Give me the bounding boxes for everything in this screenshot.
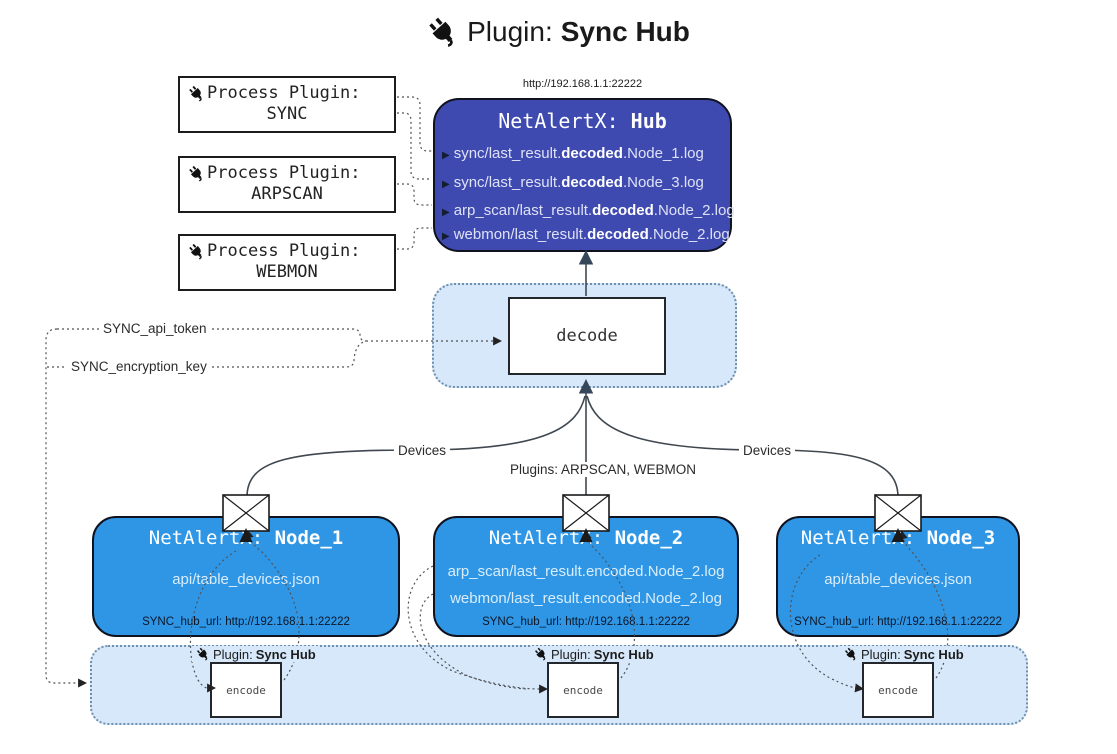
plug-icon — [843, 646, 859, 662]
hub-title: NetAlertX: Hub — [435, 109, 730, 133]
node-box-node-1: NetAlertX: Node_1 api/table_devices.json… — [92, 516, 400, 637]
process-plugin-name: WEBMON — [256, 262, 318, 282]
encode-box: encode — [547, 662, 619, 718]
process-plugin-box-webmon: Process Plugin: WEBMON — [178, 234, 396, 291]
page-title-prefix: Plugin: — [467, 16, 553, 47]
decode-box: decode — [508, 297, 666, 375]
node-box-node-3: NetAlertX: Node_3 api/table_devices.json… — [776, 516, 1020, 637]
node-file: webmon/last_result.encoded.Node_2.log — [450, 590, 722, 607]
node-title: NetAlertX: Node_2 — [488, 527, 684, 549]
plug-icon — [187, 163, 206, 183]
hub-box: NetAlertX: Hub ▶sync/last_result.decoded… — [433, 98, 735, 252]
arrow-right-icon: ▶ — [442, 150, 450, 161]
node-hub-url: SYNC_hub_url: http://192.168.1.1:22222 — [142, 616, 350, 628]
encode-box: encode — [862, 662, 934, 718]
band-plugin-label: Plugin:Sync Hub — [530, 646, 658, 662]
plug-icon — [187, 83, 206, 103]
hub-log-line: ▶sync/last_result.decoded.Node_3.log — [442, 174, 704, 191]
plug-icon — [195, 646, 211, 662]
node-file: api/table_devices.json — [824, 571, 972, 588]
process-plugin-name: SYNC — [266, 104, 308, 124]
process-plugin-label: Process Plugin: — [207, 163, 361, 183]
encode-box: encode — [210, 662, 282, 718]
process-plugin-label: Process Plugin: — [207, 241, 361, 261]
arrow-right-icon: ▶ — [442, 207, 450, 218]
arrow-right-icon: ▶ — [442, 179, 450, 190]
plug-icon — [187, 241, 206, 261]
label-devices-left: Devices — [394, 443, 451, 458]
node-file: api/table_devices.json — [172, 571, 320, 588]
label-plugins-center: Plugins: ARPSCAN, WEBMON — [506, 462, 701, 477]
node-box-node-2: NetAlertX: Node_2 arp_scan/last_result.e… — [433, 516, 739, 637]
label-devices-right: Devices — [739, 443, 796, 458]
arrow-right-icon: ▶ — [442, 231, 450, 242]
band-plugin-label: Plugin:Sync Hub — [192, 646, 320, 662]
hub-url-label: http://192.168.1.1:22222 — [522, 78, 643, 90]
process-plugin-connectors — [397, 96, 432, 250]
process-plugin-name: ARPSCAN — [251, 184, 323, 204]
page-title: Plugin: Sync Hub — [0, 14, 1117, 50]
hub-log-line: ▶webmon/last_result.decoded.Node_2.log — [442, 226, 730, 243]
node-title: NetAlertX: Node_3 — [800, 527, 996, 549]
process-plugin-label: Process Plugin: — [207, 83, 361, 103]
label-sync-api-token: SYNC_api_token — [99, 321, 211, 336]
node-hub-url: SYNC_hub_url: http://192.168.1.1:22222 — [482, 616, 690, 628]
hub-title-name: Hub — [630, 109, 667, 133]
process-plugin-box-arpscan: Process Plugin: ARPSCAN — [178, 156, 396, 213]
hub-log-line: ▶sync/last_result.decoded.Node_1.log — [442, 145, 704, 162]
node-title: NetAlertX: Node_1 — [148, 527, 344, 549]
plug-icon — [533, 646, 549, 662]
node-hub-url: SYNC_hub_url: http://192.168.1.1:22222 — [794, 616, 1002, 628]
process-plugin-box-sync: Process Plugin: SYNC — [178, 76, 396, 133]
plug-icon — [425, 14, 461, 50]
node-file: arp_scan/last_result.encoded.Node_2.log — [447, 563, 725, 580]
page-title-name: Sync Hub — [560, 16, 690, 47]
hub-title-prefix: NetAlertX: — [498, 109, 619, 133]
hub-log-line: ▶arp_scan/last_result.decoded.Node_2.log — [442, 202, 735, 219]
band-plugin-label: Plugin:Sync Hub — [840, 646, 968, 662]
label-sync-encryption-key: SYNC_encryption_key — [67, 359, 211, 374]
